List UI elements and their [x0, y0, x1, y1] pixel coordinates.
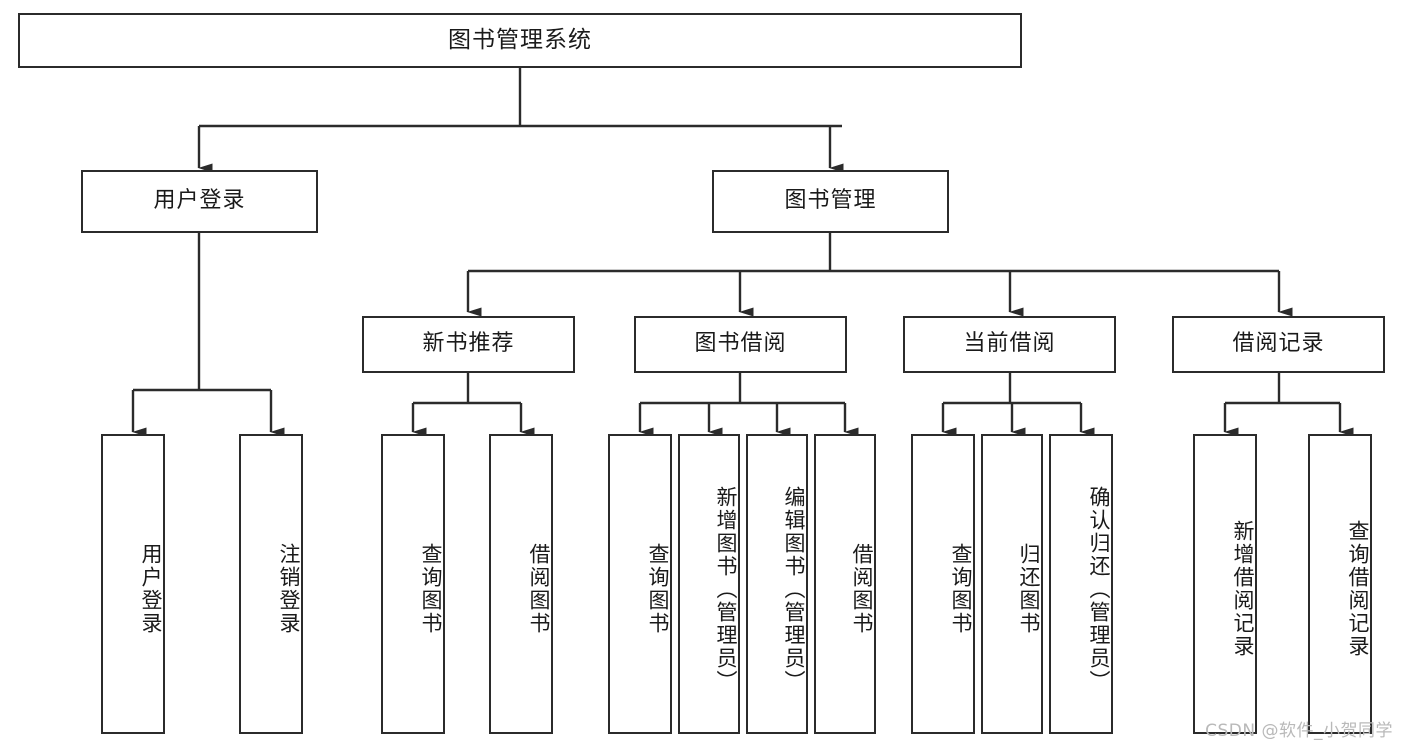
- node-label: 当前借阅: [963, 331, 1056, 357]
- node-label: 图书管理: [784, 188, 877, 214]
- node-borrow-record[interactable]: 借阅记录: [1172, 316, 1385, 373]
- node-current-borrow[interactable]: 当前借阅: [903, 316, 1116, 373]
- csdn-watermark: CSDN @软件_小贺同学: [1205, 721, 1393, 741]
- node-user-login[interactable]: 用户登录: [81, 170, 318, 233]
- leaf-new-book-borrow[interactable]: 借阅图书: [489, 434, 553, 734]
- node-label: 借阅图书: [527, 543, 551, 635]
- node-book-management[interactable]: 图书管理: [712, 170, 949, 233]
- node-label: 编辑图书（管理员）: [782, 485, 806, 693]
- leaf-user-login-signin[interactable]: 用户登录: [101, 434, 165, 734]
- node-label: 查询图书: [646, 543, 670, 635]
- node-label: 查询图书: [949, 543, 973, 635]
- node-label: 图书管理系统: [448, 26, 592, 53]
- leaf-new-book-query[interactable]: 查询图书: [381, 434, 445, 734]
- leaf-current-borrow-query[interactable]: 查询图书: [911, 434, 975, 734]
- leaf-borrow-record-add[interactable]: 新增借阅记录: [1193, 434, 1257, 734]
- node-label: 用户登录: [139, 543, 163, 635]
- node-label: 借阅图书: [850, 543, 874, 635]
- leaf-borrow-record-query[interactable]: 查询借阅记录: [1308, 434, 1372, 734]
- leaf-user-login-signout[interactable]: 注销登录: [239, 434, 303, 734]
- node-label: 归还图书: [1017, 543, 1041, 635]
- leaf-current-borrow-confirm-admin[interactable]: 确认归还（管理员）: [1049, 434, 1113, 734]
- leaf-book-borrow-edit-admin[interactable]: 编辑图书（管理员）: [746, 434, 808, 734]
- node-label: 用户登录: [153, 188, 246, 214]
- node-label: 查询借阅记录: [1346, 520, 1370, 658]
- leaf-book-borrow-query[interactable]: 查询图书: [608, 434, 672, 734]
- node-new-book-recommend[interactable]: 新书推荐: [362, 316, 575, 373]
- node-label: 新增借阅记录: [1231, 520, 1255, 658]
- node-label: 查询图书: [419, 543, 443, 635]
- leaf-current-borrow-return[interactable]: 归还图书: [981, 434, 1043, 734]
- node-label: 新书推荐: [422, 331, 515, 357]
- leaf-book-borrow-borrow[interactable]: 借阅图书: [814, 434, 876, 734]
- node-root-book-management-system[interactable]: 图书管理系统: [18, 13, 1022, 68]
- node-book-borrow[interactable]: 图书借阅: [634, 316, 847, 373]
- node-label: 新增图书（管理员）: [714, 485, 738, 693]
- node-label: 图书借阅: [694, 331, 787, 357]
- leaf-book-borrow-add-admin[interactable]: 新增图书（管理员）: [678, 434, 740, 734]
- node-label: 借阅记录: [1232, 331, 1325, 357]
- node-label: 确认归还（管理员）: [1087, 485, 1111, 693]
- node-label: 注销登录: [277, 543, 301, 635]
